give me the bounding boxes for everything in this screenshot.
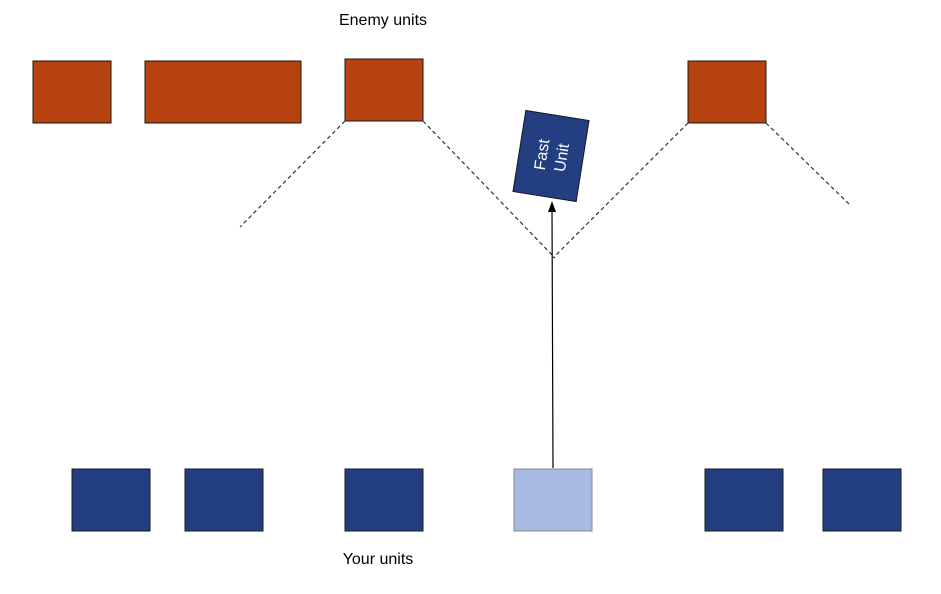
arrowhead bbox=[548, 201, 556, 212]
enemy-units-label: Enemy units bbox=[339, 12, 427, 29]
fast-unit-label-line1: Fast bbox=[532, 137, 554, 171]
enemy-unit bbox=[144, 60, 302, 124]
enemy-unit bbox=[344, 58, 424, 122]
own-unit bbox=[822, 468, 902, 532]
enemy-unit bbox=[687, 60, 767, 124]
selected-own-unit bbox=[513, 468, 593, 532]
own-unit bbox=[344, 468, 424, 532]
enemy-sight-line bbox=[422, 120, 556, 259]
movement-arrow bbox=[551, 209, 554, 469]
fast-unit-label-line2: Unit bbox=[552, 142, 573, 173]
your-units-label: Your units bbox=[343, 551, 414, 568]
own-unit bbox=[184, 468, 264, 532]
enemy-unit bbox=[32, 60, 112, 124]
enemy-sight-line bbox=[552, 122, 689, 259]
enemy-sight-line bbox=[765, 122, 851, 206]
own-unit bbox=[71, 468, 151, 532]
enemy-sight-line bbox=[239, 120, 346, 228]
own-unit bbox=[704, 468, 784, 532]
fast-unit: Fast Unit bbox=[512, 109, 590, 203]
